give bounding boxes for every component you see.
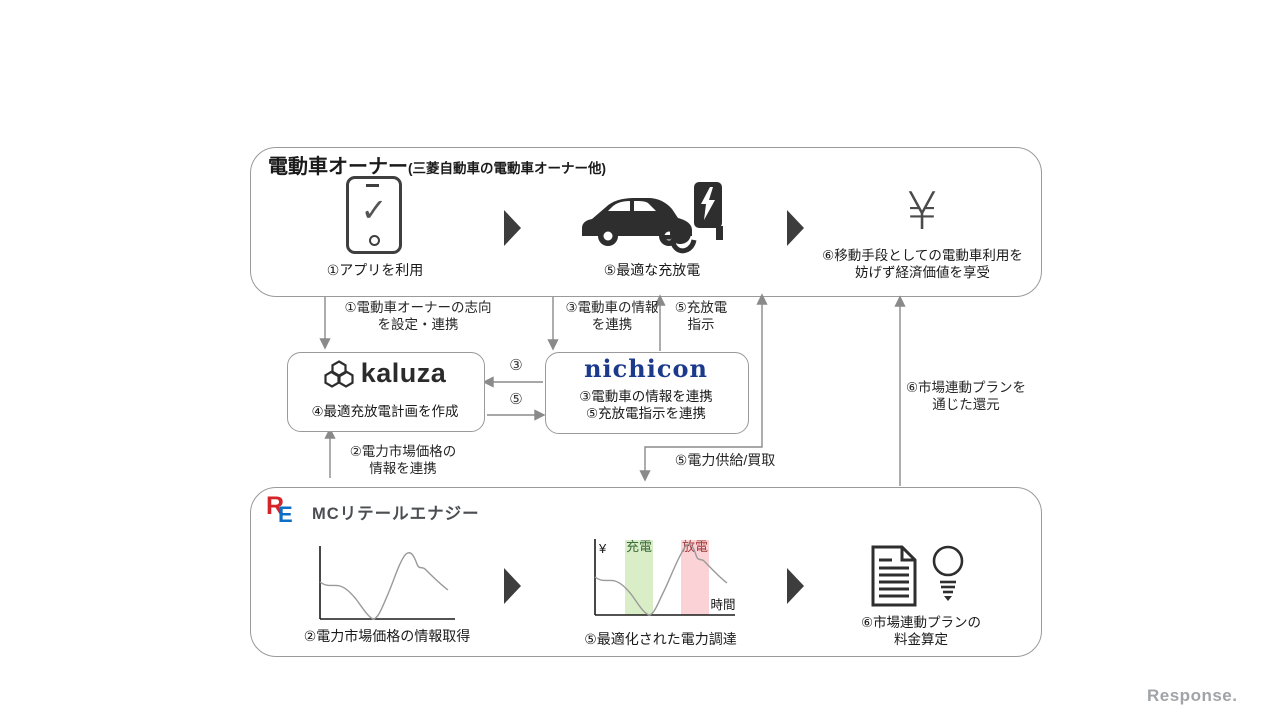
mc-logo-e: E — [278, 502, 293, 527]
mc-retail-energy-logo: R E — [266, 492, 306, 532]
kaluza-hexagons-icon — [324, 359, 354, 388]
arrow-label-market-price: ②電力市場価格の 情報を連携 — [349, 444, 457, 476]
economic-value-line2: 妨げず経済価値を享受 — [855, 265, 990, 280]
arrow-label-ev-info: ③電動車の情報 を連携 — [565, 300, 659, 332]
procurement-label: ⑤最適化された電力調達 — [584, 631, 737, 647]
discharge-band-label: 放電 — [682, 539, 708, 554]
optimal-charge-label: ⑤最適な充放電 — [603, 262, 701, 278]
charge-band — [625, 540, 653, 615]
ev-owner-box-title: 電動車オーナー(三菱自動車の電動車オーナー他) — [268, 150, 606, 179]
flow-arrow-icon — [504, 210, 521, 246]
nichicon-logo: nichicon — [584, 354, 708, 383]
yen-icon: ¥ — [905, 182, 939, 242]
lightbulb-icon — [932, 545, 964, 601]
arrow-label-owner-preference: ①電動車オーナーの志向 を設定・連携 — [344, 300, 492, 332]
arrow-label-plan-return: ⑥市場連動プランを 通じた還元 — [905, 380, 1027, 412]
phone-home-button — [369, 235, 380, 246]
nichicon-box — [545, 352, 749, 434]
plan-pricing-label: ⑥市場連動プランの 料金算定 — [860, 615, 982, 647]
mc-logo-r: R — [266, 492, 285, 520]
app-usage-label: ①アプリを利用 — [326, 262, 424, 278]
kaluza-logo: kaluza — [287, 358, 483, 389]
price-info-label: ②電力市場価格の情報取得 — [303, 628, 471, 644]
chart-y-label: ¥ — [598, 541, 607, 556]
ev-car-charging-icon — [582, 182, 723, 254]
market-price-chart — [319, 546, 455, 620]
nichicon-role-label: ③電動車の情報を連携 ⑤充放電指示を連携 — [579, 389, 713, 421]
flow-arrow-icon — [787, 210, 804, 246]
economic-value-line1: ⑥移動手段としての電動車利用を — [822, 248, 1023, 263]
flow-arrow-icon — [504, 568, 521, 604]
procurement-curve — [594, 543, 728, 616]
price-curve — [319, 552, 449, 620]
kaluza-wordmark: kaluza — [360, 358, 447, 388]
arrow-label-power-supply: ⑤電力供給/買取 — [674, 452, 776, 468]
economic-value-label: ⑥移動手段としての電動車利用を 妨げず経済価値を享受 — [810, 247, 1035, 281]
flow-arrow-icon — [787, 568, 804, 604]
circled-3-label: ③ — [509, 357, 523, 374]
charge-band-label: 充電 — [626, 539, 652, 554]
chart-x-label: 時間 — [710, 598, 735, 612]
checkmark-icon: ✓ — [360, 192, 388, 228]
ev-owner-title-note: (三菱自動車の電動車オーナー他) — [408, 161, 606, 176]
optimized-procurement-chart: ¥ 充電 放電 時間 — [594, 539, 736, 616]
arrow-label-charge-command: ⑤充放電 指示 — [674, 300, 728, 332]
plan-document-icon — [871, 545, 917, 607]
phone-app-icon: ✓ — [346, 176, 402, 254]
kaluza-role-label: ④最適充放電計画を作成 — [311, 404, 459, 419]
circled-5-label: ⑤ — [509, 391, 523, 408]
ev-owner-title-main: 電動車オーナー — [268, 156, 408, 178]
kaluza-box — [287, 352, 485, 432]
response-watermark: Response. — [1147, 686, 1238, 705]
phone-speaker — [366, 184, 379, 187]
mc-company-name: MCリテールエナジー — [312, 505, 480, 523]
